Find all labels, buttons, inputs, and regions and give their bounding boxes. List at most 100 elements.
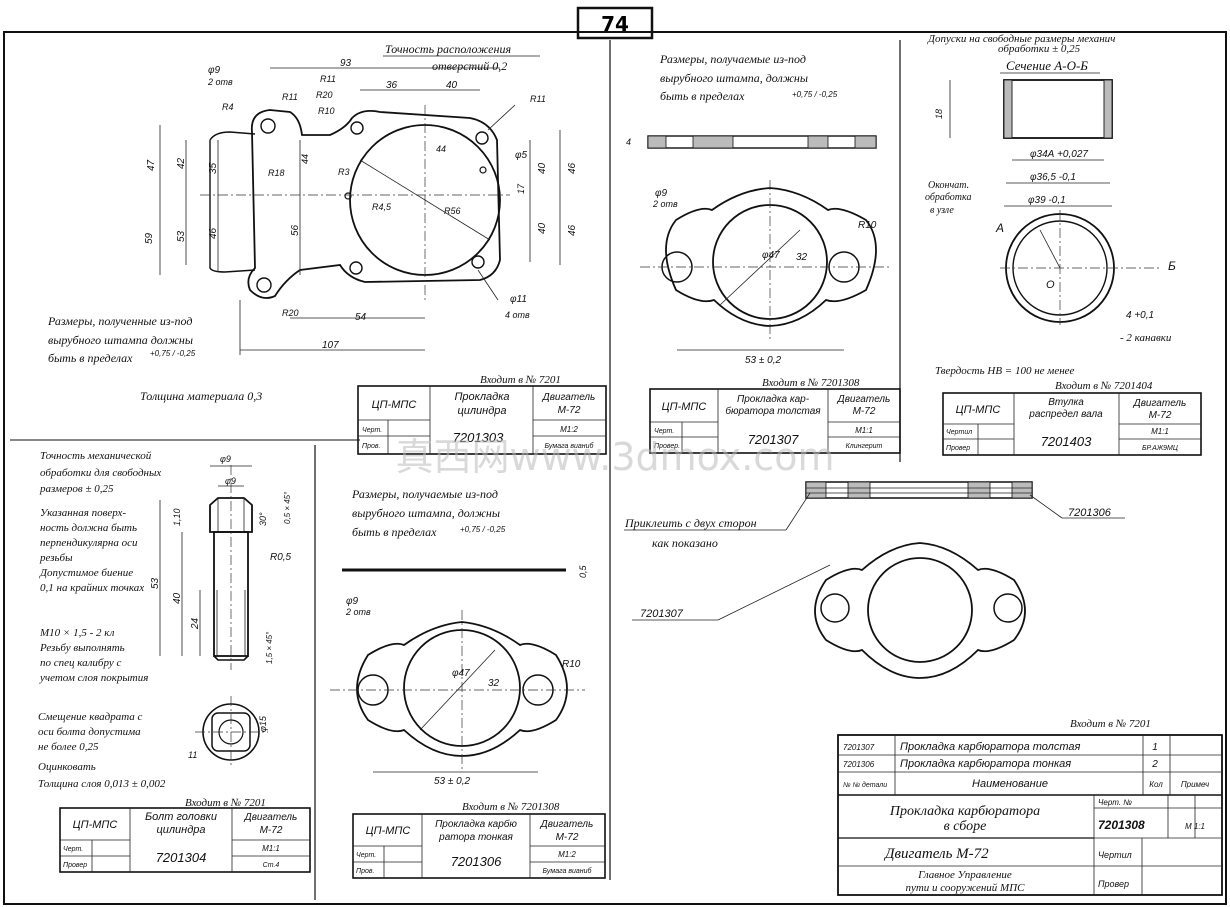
cylinder-note-1: Размеры, полученные из-под [47, 314, 192, 328]
svg-text:59: 59 [144, 232, 155, 244]
sheet-frame [3, 31, 1227, 905]
svg-text:R11: R11 [282, 92, 298, 102]
svg-text:перпендикулярна оси: перпендикулярна оси [40, 537, 138, 549]
svg-text:R18: R18 [268, 168, 285, 178]
svg-text:Наименование: Наименование [972, 778, 1048, 790]
svg-text:М-72: М-72 [556, 832, 579, 843]
cylinder-note-2: вырубного штампа должны [48, 333, 193, 347]
svg-text:оси болта допустима: оси болта допустима [38, 726, 141, 738]
svg-text:Указанная поверх-: Указанная поверх- [40, 507, 126, 519]
svg-text:М-72: М-72 [260, 825, 283, 836]
svg-text:+0,75 / -0,25: +0,75 / -0,25 [460, 525, 506, 534]
cylinder-note-3: быть в пределах [48, 351, 133, 365]
svg-text:Черт.: Черт. [356, 852, 376, 859]
svg-text:2: 2 [1151, 759, 1158, 770]
svg-text:93: 93 [340, 58, 352, 69]
svg-text:распредел вала: распредел вала [1028, 409, 1103, 420]
svg-text:40: 40 [537, 162, 548, 174]
svg-text:4: 4 [626, 137, 631, 147]
svg-text:φ9: φ9 [220, 454, 231, 464]
svg-text:Провер: Провер [946, 445, 970, 452]
svg-text:Болт головки: Болт головки [145, 811, 217, 823]
svg-text:ЦП-МПС: ЦП-МПС [662, 401, 707, 413]
svg-text:обработка: обработка [925, 192, 971, 203]
svg-text:Двигатель: Двигатель [542, 392, 596, 403]
svg-text:0,5: 0,5 [578, 564, 588, 578]
svg-text:Входит в № 7201308: Входит в № 7201308 [462, 801, 560, 813]
svg-text:7201306: 7201306 [1068, 507, 1112, 519]
svg-text:А: А [995, 221, 1004, 235]
svg-text:36: 36 [386, 80, 398, 91]
svg-text:Приклеить с двух сторон: Приклеить с двух сторон [624, 516, 757, 530]
svg-text:Прокладка карбюратора толстая: Прокладка карбюратора толстая [900, 741, 1081, 753]
svg-text:Входит в № 7201: Входит в № 7201 [1070, 718, 1151, 730]
svg-text:φ9: φ9 [225, 476, 236, 486]
accuracy-title-2: отверстий 0,2 [432, 59, 507, 73]
svg-text:в узле: в узле [930, 205, 954, 216]
svg-text:Двигатель: Двигатель [1133, 398, 1187, 409]
svg-text:φ36,5 -0,1: φ36,5 -0,1 [1030, 172, 1076, 183]
svg-text:42: 42 [176, 157, 187, 169]
svg-text:Двигатель: Двигатель [837, 394, 891, 405]
svg-text:φ47: φ47 [762, 250, 780, 261]
svg-text:40: 40 [172, 592, 183, 604]
svg-text:М1:2: М1:2 [558, 850, 576, 859]
svg-text:+0,75 / -0,25: +0,75 / -0,25 [150, 349, 196, 358]
svg-text:Бумага вианиб: Бумага вианиб [545, 442, 595, 450]
svg-text:Пров.: Пров. [356, 868, 375, 875]
svg-text:30°: 30° [258, 512, 268, 526]
svg-text:Главное Управление: Главное Управление [917, 869, 1012, 881]
svg-text:М1:1: М1:1 [1151, 427, 1169, 436]
svg-text:ратора тонкая: ратора тонкая [438, 832, 513, 843]
svg-text:R10: R10 [562, 659, 581, 670]
svg-text:46: 46 [567, 224, 578, 236]
svg-text:Пров.: Пров. [362, 443, 381, 450]
svg-text:2 отв: 2 отв [207, 77, 233, 87]
svg-text:24: 24 [190, 617, 201, 630]
svg-text:обработки для свободных: обработки для свободных [40, 467, 161, 479]
svg-text:М 1:1: М 1:1 [1185, 822, 1205, 831]
svg-text:35: 35 [208, 162, 219, 174]
svg-text:R10: R10 [318, 106, 335, 116]
svg-text:φ15: φ15 [258, 715, 268, 732]
svg-text:46: 46 [567, 162, 578, 174]
svg-text:7201304: 7201304 [156, 850, 207, 865]
svg-text:цилиндра: цилиндра [156, 824, 205, 836]
svg-text:46: 46 [208, 227, 219, 239]
svg-text:Черт.: Черт. [654, 428, 674, 435]
svg-text:Чертил: Чертил [946, 429, 972, 436]
svg-text:Допуски на свободные размеры м: Допуски на свободные размеры механич [927, 33, 1115, 45]
svg-text:Твердость НВ = 100 не менее: Твердость НВ = 100 не менее [935, 365, 1075, 377]
svg-text:ЦП-МПС: ЦП-МПС [366, 825, 411, 837]
svg-text:Прокладка карбюратора: Прокладка карбюратора [889, 804, 1040, 819]
svg-text:1,10: 1,10 [172, 508, 182, 526]
svg-text:Прокладка карбю: Прокладка карбю [435, 818, 517, 830]
svg-text:Двигатель: Двигатель [244, 812, 298, 823]
svg-text:по спец калибру с: по спец калибру с [40, 657, 121, 669]
svg-text:М10 × 1,5 - 2 кл: М10 × 1,5 - 2 кл [39, 627, 115, 639]
sleeve-drawing: Допуски на свободные размеры механич обр… [925, 33, 1202, 456]
cylinder-enters: Входит в № 7201 [480, 374, 561, 386]
svg-text:+0,75 / -0,25: +0,75 / -0,25 [792, 90, 838, 99]
bolt-drawing: Точность механической обработки для своб… [38, 450, 311, 873]
svg-text:R4,5: R4,5 [372, 202, 392, 212]
svg-text:- 2 канавки: - 2 канавки [1120, 332, 1172, 344]
svg-text:53: 53 [176, 230, 187, 242]
svg-text:1,5 × 45°: 1,5 × 45° [265, 631, 274, 664]
svg-text:Входит в № 7201308: Входит в № 7201308 [762, 377, 860, 389]
svg-text:Черт. №: Черт. № [1098, 798, 1132, 807]
stamp-7201304: ЦП-МПС Болт головки цилиндра Двигатель М… [59, 807, 311, 873]
svg-text:7201303: 7201303 [453, 430, 504, 445]
svg-text:учетом слоя покрытия: учетом слоя покрытия [39, 672, 148, 684]
svg-text:Черт.: Черт. [63, 846, 83, 853]
carb-thin-gasket-drawing: Размеры, получаемые из-под вырубного шта… [330, 487, 606, 879]
svg-text:быть в пределах: быть в пределах [660, 89, 745, 103]
svg-text:φ47: φ47 [452, 668, 470, 679]
svg-text:ЦП-МПС: ЦП-МПС [372, 399, 417, 411]
svg-text:бюратора толстая: бюратора толстая [725, 405, 821, 417]
svg-text:11: 11 [188, 750, 197, 760]
watermark-text: 真西网www.3dmox.com [396, 435, 835, 479]
accuracy-title: Точность расположения [385, 42, 511, 56]
svg-text:М-72: М-72 [853, 406, 876, 417]
assembly-title-block: 7201307 Прокладка карбюратора толстая 1 … [837, 734, 1223, 896]
